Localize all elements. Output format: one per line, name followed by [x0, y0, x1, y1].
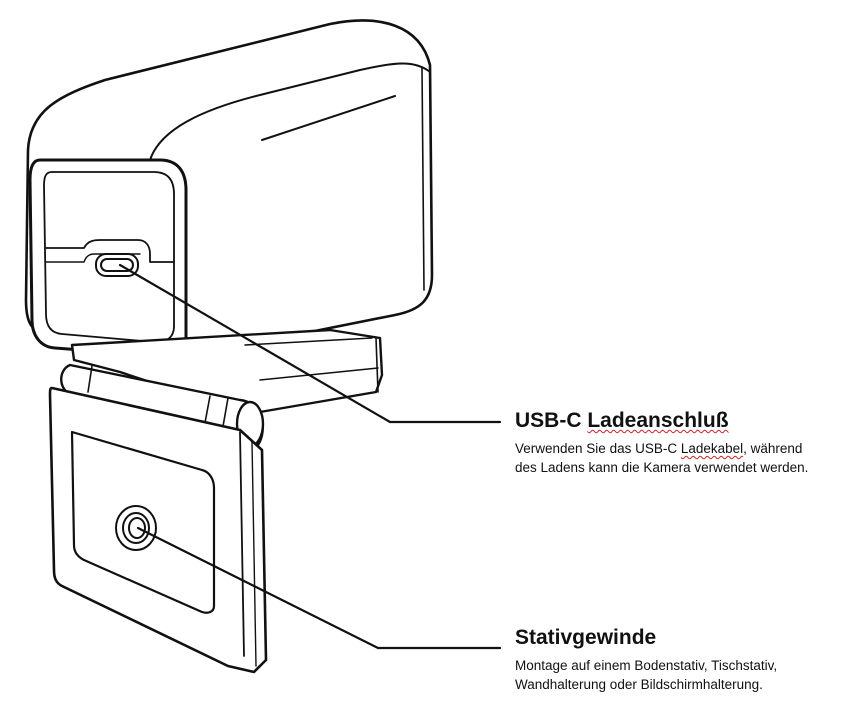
- callout-tripod-title: Stativgewinde: [515, 626, 657, 649]
- leader-line-tripod: [136, 526, 502, 650]
- tripod-desc-line1: Montage auf einem Bodenstativ, Tischstat…: [515, 658, 778, 673]
- hinge-base-plate: [70, 328, 384, 414]
- usb-desc-line2: des Ladens kann die Kamera verwendet wer…: [515, 460, 809, 475]
- usb-title-flagged-word: Ladeanschluß: [587, 409, 729, 432]
- mounting-clip: [48, 386, 268, 674]
- tripod-thread-icon: [115, 505, 157, 551]
- tripod-desc-line2: Wandhalterung oder Bildschirmhalterung.: [515, 677, 763, 692]
- callout-usb-title: USB-C Ladeanschluß: [515, 409, 808, 433]
- callout-tripod-thread: Stativgewinde Montage auf einem Bodensta…: [515, 626, 777, 694]
- usb-desc-flagged-word: Ladekabel: [680, 441, 744, 456]
- callout-usb-description: Verwenden Sie das USB-C Ladekabel, währe…: [515, 439, 808, 477]
- usb-title-prefix: USB-C: [515, 409, 588, 432]
- callout-usb-c-port: USB-C Ladeanschluß Verwenden Sie das USB…: [515, 409, 808, 477]
- callout-tripod-description: Montage auf einem Bodenstativ, Tischstat…: [515, 656, 777, 694]
- leader-line-usb: [118, 263, 502, 424]
- usb-desc-line1-suffix: , während: [743, 441, 803, 456]
- usb-desc-line1-prefix: Verwenden Sie das USB-C: [515, 441, 681, 456]
